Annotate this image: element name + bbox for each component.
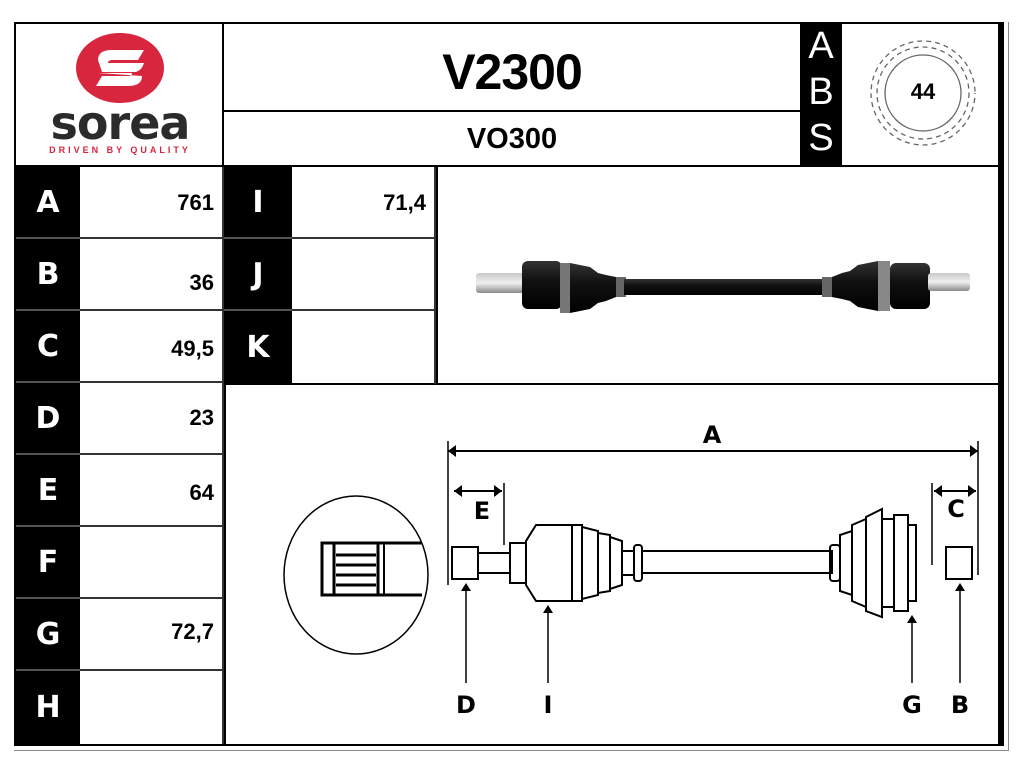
- diagram-label-a: A: [703, 421, 722, 449]
- dim-label-f: F: [16, 527, 80, 599]
- dim-label-c: C: [16, 311, 80, 383]
- dim-label-k: K: [224, 311, 292, 385]
- diagram-label-g: G: [902, 691, 922, 719]
- dim-value-c: 49,5: [80, 311, 224, 383]
- abs-teeth-count: 44: [910, 79, 936, 104]
- dim-label-i: I: [224, 167, 292, 239]
- dim-label-j: J: [224, 239, 292, 311]
- dim-label-g: G: [16, 599, 80, 671]
- diagram-label-i: I: [544, 691, 553, 719]
- abs-ring-panel: 44: [842, 24, 1004, 167]
- abs-letter-s: S: [808, 117, 834, 159]
- dim-value-k: [292, 311, 436, 385]
- dim-value-j: [292, 239, 436, 311]
- diagram-label-c: C: [947, 495, 965, 523]
- dim-label-a: A: [16, 167, 80, 239]
- diagram-label-e: E: [474, 497, 490, 525]
- dim-value-g: 72,7: [80, 599, 224, 671]
- dim-value-e: 64: [80, 455, 224, 527]
- diagram-label-b: B: [951, 691, 969, 719]
- abs-label: A B S: [800, 24, 842, 167]
- abs-tone-ring-icon: [870, 40, 976, 146]
- sorea-logo-icon: [76, 33, 164, 103]
- brand-logo: sorea DRIVEN BY QUALITY: [16, 24, 224, 167]
- technical-diagram: A E C D I G B: [224, 385, 1004, 744]
- brand-name: sorea: [50, 96, 191, 150]
- abs-letter-b: B: [808, 71, 834, 113]
- brand-tagline: DRIVEN BY QUALITY: [49, 145, 191, 155]
- product-sheet: sorea DRIVEN BY QUALITY V2300 VO300 A B …: [14, 22, 1004, 746]
- dim-value-d: 23: [80, 383, 224, 455]
- dim-label-h: H: [16, 671, 80, 744]
- diagram-label-d: D: [456, 691, 476, 719]
- abs-letter-a: A: [808, 25, 834, 67]
- dim-value-f: [80, 527, 224, 599]
- reference-number: VO300: [224, 112, 800, 167]
- product-photo: [436, 167, 1004, 385]
- dim-value-a: 761: [80, 167, 224, 239]
- drive-shaft-photo-icon: [476, 261, 970, 313]
- sheet-right-border: [998, 24, 1004, 746]
- dim-label-e: E: [16, 455, 80, 527]
- part-number: V2300: [224, 24, 800, 112]
- dim-value-h: [80, 671, 224, 744]
- dim-label-b: B: [16, 239, 80, 311]
- dim-value-b: 36: [80, 239, 224, 311]
- dim-label-d: D: [16, 383, 80, 455]
- sheet-shadow: [14, 22, 1009, 751]
- drive-shaft-diagram-icon: A E C D I G B: [283, 421, 979, 719]
- dim-value-i: 71,4: [292, 167, 436, 239]
